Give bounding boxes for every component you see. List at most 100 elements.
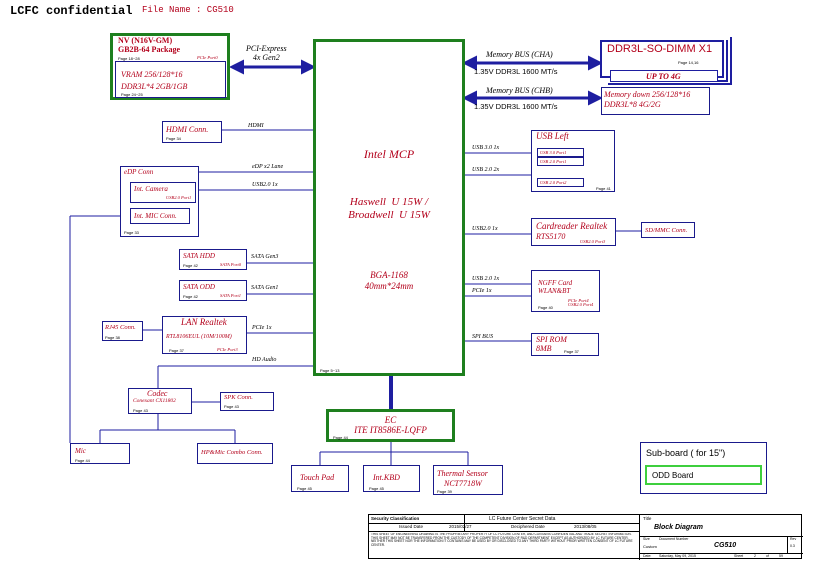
memdown-block: Memory down 256/128*16 DDR3L*8 4G/2G [601, 87, 710, 115]
memdown-line1: Memory down 256/128*16 [604, 90, 691, 99]
custom-label: Custom [643, 544, 657, 549]
usb-left-label: USB Left [536, 131, 569, 141]
file-name-label: File Name : CG510 [142, 5, 234, 15]
kbd-label: Int.KBD [373, 473, 400, 482]
usb-port-3: USB 2.0 Port2 [537, 178, 584, 187]
edp-page: Page 33 [124, 230, 139, 235]
ngff-usb-signal: USB 2.0 1x [472, 276, 500, 282]
cardreader-port: USB2.0 Port3 [580, 239, 606, 244]
memory-bus-b-label: Memory BUS (CHB) [486, 86, 553, 95]
gpu-vram-box [115, 61, 226, 98]
cpu-page: Page 5~13 [320, 368, 340, 373]
thermal-chip: NCT7718W [444, 479, 482, 488]
lan-page: Page 37 [169, 348, 184, 353]
usb20-signal: USB 2.0 2x [472, 167, 500, 173]
cpu-name: Intel MCP [363, 147, 415, 161]
codec-label: Codec [147, 389, 168, 398]
sata-hdd-label: SATA HDD [183, 252, 215, 260]
issued-label: Issued Date [399, 524, 424, 529]
title-col-divider-1 [464, 515, 465, 531]
mic-block: Mic Page 44 [70, 443, 130, 464]
gpu-block: NV (N16V-GM) GB2B-64 Package Page 18~28 … [110, 33, 230, 100]
dimm-label: DDR3L-SO-DIMM X1 [607, 43, 713, 55]
int-mic-block: Int. MIC Conn. [130, 208, 190, 224]
kbd-page: Page 45 [369, 486, 384, 491]
camera-label: Int. Camera [134, 185, 168, 193]
mic-label: Mic [75, 447, 86, 455]
usb-port-2-label: USB 2.0 Port1 [540, 159, 567, 164]
sata-odd-signal: SATA Gen1 [251, 285, 279, 291]
pcie-link-label: PCI-Express 4x Gen2 [246, 44, 287, 62]
spi-page: Page 37 [564, 349, 579, 354]
edp-signal: eDP x2 Lane [252, 164, 284, 170]
gpu-port: PCIe Port0 [197, 55, 218, 60]
hdmi-signal: HDMI [248, 123, 264, 129]
spk-page: Page 43 [224, 404, 239, 409]
odd-board-box: ODD Board [645, 465, 762, 485]
cpu-block: Intel MCP Haswell U 15W / Broadwell U 15… [313, 39, 465, 376]
kbd-block: Int.KBD Page 45 [363, 465, 420, 492]
mic-page: Page 44 [75, 458, 90, 463]
cpu-family: Haswell U 15W / Broadwell U 15W [348, 196, 430, 221]
ngff-pcie-signal: PCIe 1x [472, 288, 492, 294]
gpu-title: NV (N16V-GM) [118, 36, 173, 45]
edp-label: eDP Conn [124, 168, 154, 176]
camera-port: USB2.0 Port1 [166, 195, 192, 200]
memory-bus-a-label: Memory BUS (CHA) [486, 50, 553, 59]
lan-label: LAN Realtek [181, 317, 227, 327]
size-label: Size [643, 537, 650, 541]
ngff-block: NGFF Card WLAN&BT PCIe Port4 USB2.0 Port… [531, 270, 600, 312]
spk-label: SPK Conn. [224, 394, 253, 401]
cardreader-signal: USB2.0 1x [472, 226, 498, 232]
spi-block: SPI ROM 8MB Page 37 [531, 333, 599, 356]
rj45-page: Page 38 [105, 335, 120, 340]
docnum-label: Document Number [659, 537, 689, 541]
sata-hdd-port: SATA Port0 [220, 262, 242, 267]
rj45-block: RJ45 Conn. Page 38 [102, 321, 143, 341]
notice-text: THIS SHEET OF ENGINEERING DRAWING IS THE… [371, 533, 633, 547]
thermal-page: Page 39 [437, 489, 452, 494]
of-label: of [766, 554, 769, 558]
cpu-size: 40mm*24mm [364, 281, 414, 291]
issued-value: 2015/02/27 [449, 524, 472, 529]
cardreader-label: Cardreader Realtek [536, 221, 608, 231]
gpu-pages-top: Page 18~28 [118, 56, 140, 61]
dimm-pages: Page 14,16 [678, 60, 699, 65]
sata-odd-port: SATA Port1 [220, 293, 242, 298]
title-label: Title [643, 516, 652, 521]
usb-left-block: USB Left USB 3.0 Port1 USB 2.0 Port1 USB… [531, 130, 615, 192]
usb-left-page: Page 41 [596, 186, 611, 191]
usb-port-3-label: USB 2.0 Port2 [540, 180, 567, 185]
odd-board-label: ODD Board [652, 471, 694, 480]
rev-label: Rev [790, 537, 797, 541]
gpu-ddr: DDR3L*4 2GB/1GB [121, 82, 188, 91]
header-title: LCFC confidential [10, 4, 133, 18]
camera-block: Int. Camera USB2.0 Port1 [130, 182, 196, 203]
sata-hdd-block: SATA HDD Page 42 SATA Port0 [179, 249, 247, 270]
ngff-port2: USB2.0 Port4 [568, 302, 594, 307]
security-label: Security Classification [371, 516, 420, 521]
lan-signal: PCIe 1x [252, 325, 272, 331]
ngff-port1: PCIe Port4 [568, 298, 589, 303]
edp-usb-signal: USB2.0 1x [252, 182, 278, 188]
hd-audio-signal: HD Audio [252, 357, 277, 363]
sdmmc-label: SD/MMC Conn. [645, 227, 688, 234]
model-label: CG510 [714, 542, 737, 549]
title-block-left [369, 515, 640, 560]
ec-chip: ITE IT8586E-LQFP [354, 425, 427, 435]
usb-port-1-label: USB 3.0 Port1 [540, 150, 567, 155]
ngff-label: NGFF Card [538, 279, 573, 287]
sdmmc-block: SD/MMC Conn. [641, 222, 695, 238]
deciphered-value: 2013/08/05 [574, 524, 597, 529]
hdmi-page: Page 34 [166, 136, 181, 141]
rev-value: 0.3 [790, 544, 795, 548]
combo-label: HP&Mic Combo Conn. [201, 449, 263, 456]
subboard-block: Sub-board ( for 15") ODD Board [640, 442, 767, 494]
memory-bus-b-spec: 1.35V DDR3L 1600 MT/s [474, 102, 558, 111]
lan-block: LAN Realtek RTL8106EUL (10M/100M) Page 3… [162, 316, 247, 354]
sata-odd-label: SATA ODD [183, 283, 215, 291]
spk-block: SPK Conn. Page 43 [220, 392, 274, 411]
sheet-value: 2 [754, 554, 756, 558]
title-row-divider-1 [369, 523, 639, 524]
date-value: Saturday, May 09, 2015 [659, 554, 696, 558]
